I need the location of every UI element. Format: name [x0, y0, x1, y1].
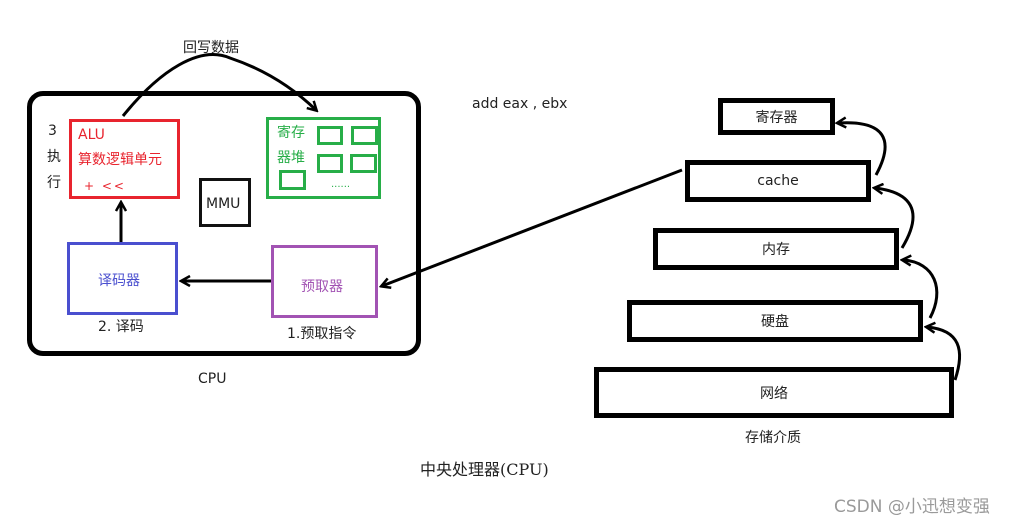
tier-label: 网络	[760, 385, 788, 402]
prefetcher-box: 预取器	[271, 245, 378, 318]
figure-caption: 中央处理器(CPU)	[420, 460, 549, 479]
register-cell	[317, 126, 343, 145]
execute-step-number: 3	[48, 123, 57, 139]
cache-to-reg-arrow	[838, 123, 887, 176]
tier-label: 内存	[762, 242, 790, 258]
register-cell	[279, 170, 306, 190]
watermark: CSDN @小迅想变强	[834, 497, 990, 517]
register-cell	[317, 154, 343, 173]
tier-label: 寄存器	[755, 109, 798, 126]
instruction-text: add eax , ebx	[472, 96, 568, 112]
tier-register: 寄存器	[718, 98, 835, 135]
register-cell	[351, 126, 378, 145]
alu-subtitle: 算数逻辑单元	[78, 152, 162, 168]
cpu-label: CPU	[198, 371, 227, 387]
prefetcher-label: 预取器	[301, 279, 343, 295]
cpu-frame	[27, 91, 421, 356]
register-cell	[350, 154, 377, 173]
register-heap-label-2: 器堆	[277, 150, 305, 166]
alu-ops: + <<	[84, 179, 126, 193]
writeback-label: 回写数据	[183, 40, 239, 56]
tier-label: cache	[757, 173, 799, 189]
decoder-box: 译码器	[67, 242, 178, 315]
disk-to-mem-arrow	[903, 260, 939, 319]
decode-step-label: 2. 译码	[98, 319, 144, 335]
cache-to-prefetch-arrow	[382, 168, 683, 286]
tier-label: 硬盘	[761, 314, 789, 330]
net-to-disk-arrow	[927, 327, 962, 381]
alu-title: ALU	[78, 127, 105, 143]
tier-network: 网络	[594, 367, 954, 418]
execute-step-char-1: 执	[47, 149, 61, 165]
execute-step-char-2: 行	[47, 175, 61, 191]
prefetch-step-label: 1.预取指令	[287, 326, 357, 342]
alu-box: ALU 算数逻辑单元 + <<	[69, 119, 180, 199]
storage-caption: 存储介质	[745, 430, 801, 446]
register-heap-label-1: 寄存	[277, 125, 305, 141]
register-heap-box: 寄存 器堆 ......	[266, 117, 381, 199]
tier-memory: 内存	[653, 228, 899, 270]
register-heap-ellipsis: ......	[331, 179, 351, 190]
mem-to-cache-arrow	[875, 188, 915, 249]
tier-disk: 硬盘	[627, 300, 923, 342]
decoder-label: 译码器	[98, 273, 140, 289]
writeback-arrow	[121, 53, 316, 117]
mmu-box: MMU	[199, 178, 251, 227]
mmu-label: MMU	[206, 196, 241, 212]
tier-cache: cache	[685, 160, 871, 202]
